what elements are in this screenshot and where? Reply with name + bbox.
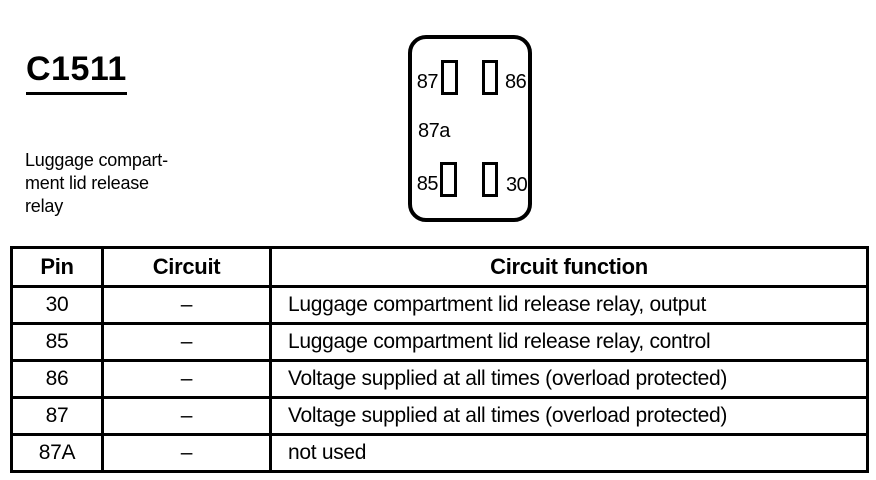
description-line: relay bbox=[25, 196, 64, 216]
table-row: 87A – not used bbox=[10, 433, 869, 473]
circuit-cell: – bbox=[101, 285, 272, 325]
pin-cell: 85 bbox=[10, 322, 104, 362]
table-header-row: Pin Circuit Circuit function bbox=[10, 246, 869, 288]
pin-slot-85 bbox=[440, 162, 457, 197]
circuit-cell: – bbox=[101, 359, 272, 399]
function-cell: Voltage supplied at all times (overload … bbox=[269, 396, 869, 436]
function-cell: Luggage compartment lid release relay, o… bbox=[269, 285, 869, 325]
header-circuit-function: Circuit function bbox=[269, 246, 869, 288]
pin-slot-86 bbox=[482, 60, 498, 95]
function-cell: not used bbox=[269, 433, 869, 473]
description-line: Luggage compart- bbox=[25, 150, 168, 170]
function-cell: Voltage supplied at all times (overload … bbox=[269, 359, 869, 399]
pin-cell: 87 bbox=[10, 396, 104, 436]
table-row: 86 – Voltage supplied at all times (over… bbox=[10, 359, 869, 399]
pin-cell: 30 bbox=[10, 285, 104, 325]
pin-cell: 86 bbox=[10, 359, 104, 399]
pin-label-85: 85 bbox=[416, 173, 439, 195]
page-title: C1511 bbox=[26, 52, 127, 95]
relay-connector-diagram: 87 86 87a 85 30 bbox=[408, 35, 532, 222]
connector-description: Luggage compart- ment lid release relay bbox=[25, 149, 168, 218]
pin-slot-30 bbox=[482, 162, 498, 197]
description-line: ment lid release bbox=[25, 173, 149, 193]
pin-label-87: 87 bbox=[416, 71, 439, 93]
table-row: 30 – Luggage compartment lid release rel… bbox=[10, 285, 869, 325]
pin-label-30: 30 bbox=[506, 174, 528, 196]
table-row: 85 – Luggage compartment lid release rel… bbox=[10, 322, 869, 362]
pin-slot-87 bbox=[441, 60, 458, 95]
circuit-cell: – bbox=[101, 322, 272, 362]
pinout-table: Pin Circuit Circuit function 30 – Luggag… bbox=[10, 246, 869, 473]
pin-label-86: 86 bbox=[505, 71, 527, 93]
circuit-cell: – bbox=[101, 433, 272, 473]
header-circuit: Circuit bbox=[101, 246, 272, 288]
table-row: 87 – Voltage supplied at all times (over… bbox=[10, 396, 869, 436]
pin-label-87a: 87a bbox=[418, 120, 450, 142]
header-pin: Pin bbox=[10, 246, 104, 288]
circuit-cell: – bbox=[101, 396, 272, 436]
function-cell: Luggage compartment lid release relay, c… bbox=[269, 322, 869, 362]
pin-cell: 87A bbox=[10, 433, 104, 473]
